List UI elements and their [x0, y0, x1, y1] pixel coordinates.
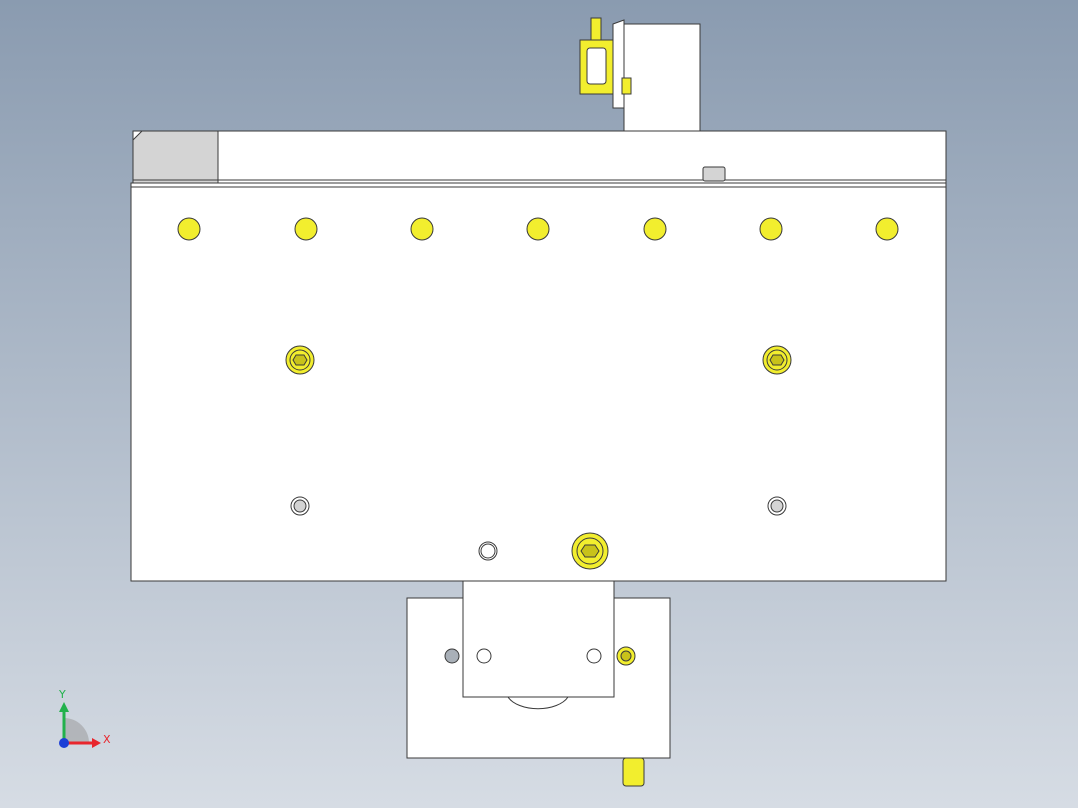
x-axis-label: X [103, 733, 111, 746]
y-axis-arrowhead [59, 702, 69, 712]
bolt-4 [526, 217, 550, 241]
bolt-7 [875, 217, 899, 241]
top-sensor-side-nut [621, 77, 632, 95]
axis-triad [59, 702, 101, 748]
bolt-1 [177, 217, 201, 241]
cap-screw-left [285, 345, 315, 375]
top-bracket-block [623, 23, 701, 133]
bottom-shaft [622, 757, 645, 787]
mount-hole-2 [476, 648, 492, 664]
top-rail-end-cap [132, 130, 219, 184]
mount-hole-1 [444, 648, 460, 664]
cap-screw-right [762, 345, 792, 375]
mount-bolt-core [620, 650, 632, 662]
x-axis-arrowhead [92, 738, 101, 748]
top-sensor-window [586, 47, 607, 85]
top-bracket-flange [612, 19, 625, 109]
bottom-mount-block [462, 580, 615, 698]
mount-hole-3 [586, 648, 602, 664]
top-bolt-row [177, 217, 899, 241]
top-rail-fitting [702, 166, 726, 182]
bolt-6 [759, 217, 783, 241]
bolt-2 [294, 217, 318, 241]
hole-left [290, 496, 310, 516]
hole-right [767, 496, 787, 516]
hole-center-inner [480, 543, 496, 559]
top-rail [132, 130, 947, 184]
y-axis-label: Y [59, 688, 66, 701]
triad-quadrant [64, 718, 89, 743]
top-sensor-pin [590, 17, 602, 41]
main-plate [130, 182, 947, 582]
z-axis-dot [59, 738, 69, 748]
cap-screw-bottom [571, 532, 609, 570]
bolt-3 [410, 217, 434, 241]
bottom-mount-arc [507, 696, 569, 710]
bolt-5 [643, 217, 667, 241]
